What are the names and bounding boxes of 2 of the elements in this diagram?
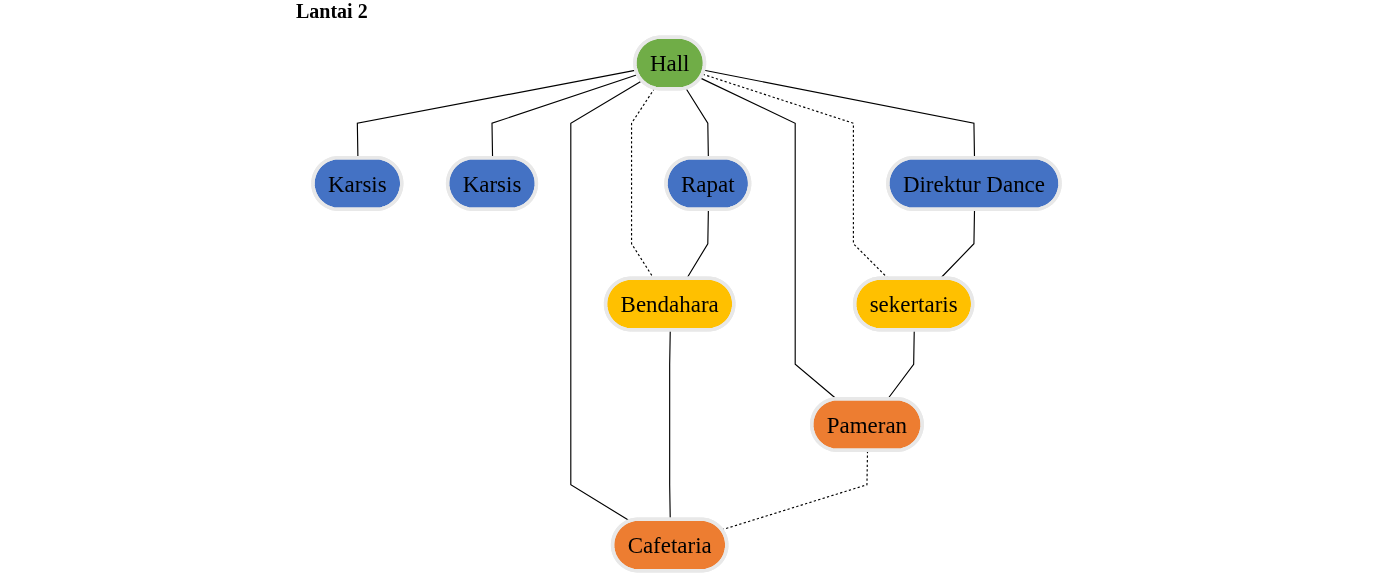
diagram-title: Lantai 2: [296, 0, 368, 23]
connector: [570, 80, 643, 522]
